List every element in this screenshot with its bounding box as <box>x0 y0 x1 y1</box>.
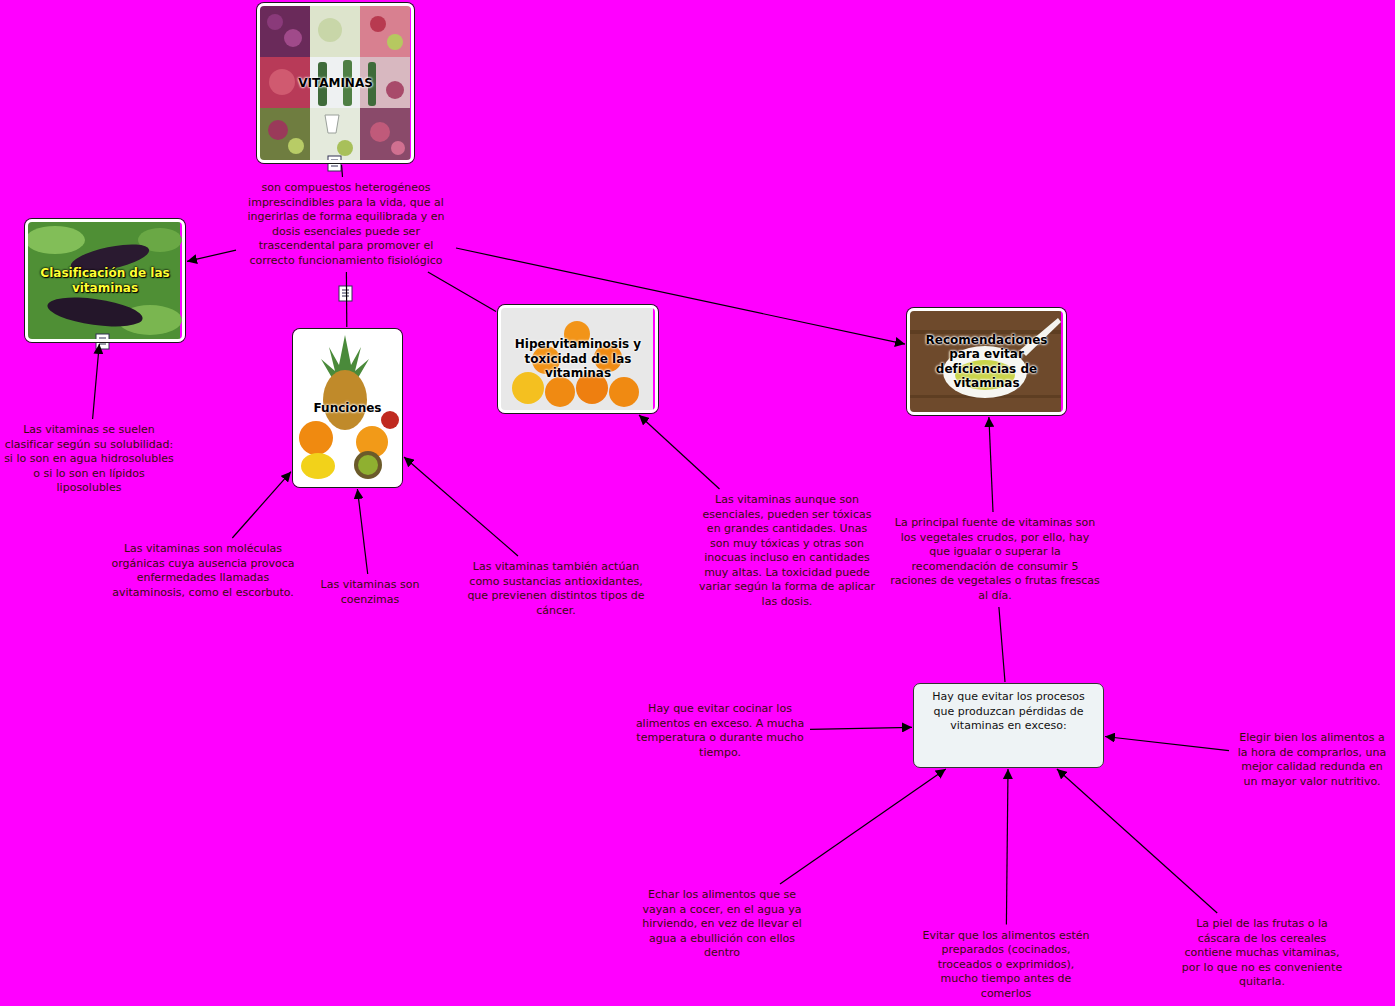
concept-title: Recomendaciones para evitar deficiencias… <box>916 333 1057 391</box>
connector <box>456 248 905 344</box>
background <box>296 332 399 484</box>
tile <box>360 6 410 57</box>
concept-label: Echar los alimentos que se vayan a cocer… <box>636 888 808 961</box>
concept-text: Echar los alimentos que se vayan a cocer… <box>636 888 808 961</box>
grape <box>391 141 405 155</box>
concept-text: Las vitaminas son moléculas orgánicas cu… <box>108 542 298 600</box>
concept-label: son compuestos heterogéneos imprescindib… <box>240 181 452 268</box>
apple <box>381 411 399 429</box>
connector <box>780 769 946 884</box>
connector <box>428 272 496 312</box>
concept-label: Hay que evitar los procesos que produzca… <box>922 690 1095 734</box>
concept-label: Hay que evitar cocinar los alimentos en … <box>634 702 806 760</box>
wood <box>910 311 1061 412</box>
concept-text: Evitar que los alimentos estén preparado… <box>921 929 1091 1002</box>
grape <box>370 16 386 32</box>
concept-label: Elegir bien los alimentos a la hora de c… <box>1233 731 1391 789</box>
concept-picture-box: Clasificación de las vitaminas <box>25 219 185 342</box>
connector <box>341 165 343 177</box>
lemon <box>301 453 335 479</box>
concept-text: Hay que evitar cocinar los alimentos en … <box>634 702 806 760</box>
grape <box>267 14 283 30</box>
connector <box>1057 769 1217 913</box>
background <box>501 308 653 410</box>
grape-collage <box>260 6 410 160</box>
connector <box>1006 769 1008 925</box>
connector <box>187 250 236 261</box>
lemon <box>512 372 544 404</box>
connector <box>357 489 367 574</box>
process-box: Hay que evitar los procesos que produzca… <box>913 683 1104 768</box>
concept-text: Elegir bien los alimentos a la hora de c… <box>1233 731 1391 789</box>
concept-text: Las vitaminas se suelen clasificar según… <box>3 423 175 496</box>
concept-picture-box: Funciones <box>293 329 402 487</box>
concept-text: Las vitaminas aunque son esenciales, pue… <box>698 493 876 609</box>
connector <box>989 417 993 512</box>
concept-picture-box: VITAMINAS <box>257 3 414 163</box>
concept-label: Evitar que los alimentos estén preparado… <box>921 929 1091 1002</box>
concept-title: Funciones <box>314 401 382 416</box>
orange <box>609 377 639 407</box>
connector <box>93 344 100 419</box>
note-icon <box>339 286 352 301</box>
linking-text: son compuestos heterogéneos imprescindib… <box>240 181 452 268</box>
eggplant <box>46 292 145 331</box>
grape <box>269 69 295 95</box>
tile <box>310 6 360 57</box>
grape <box>288 138 304 154</box>
connector <box>1105 737 1229 751</box>
connector <box>346 272 348 327</box>
tile <box>360 108 410 160</box>
connector <box>999 607 1005 682</box>
concept-label: La principal fuente de vitaminas son los… <box>889 516 1101 603</box>
orange-picture <box>501 308 653 410</box>
grape <box>387 34 403 50</box>
connector <box>232 472 291 538</box>
concept-title: Hipervitaminosis y toxicidad de las vita… <box>507 337 649 381</box>
concept-text: La piel de las frutas o la cáscara de lo… <box>1179 917 1345 990</box>
pineapple <box>323 370 367 430</box>
kiwi <box>354 451 382 479</box>
grape <box>386 81 404 99</box>
connector <box>639 415 720 489</box>
concept-label: La piel de las frutas o la cáscara de lo… <box>1179 917 1345 990</box>
connector <box>404 457 518 556</box>
concept-label: Las vitaminas se suelen clasificar según… <box>3 423 175 496</box>
concept-title: VITAMINAS <box>298 76 373 91</box>
grape <box>370 122 390 142</box>
concept-text: Las vitaminas son coenzimas <box>310 578 430 607</box>
wine-glass <box>325 115 339 133</box>
concept-title: Clasificación de las vitaminas <box>34 266 176 295</box>
note-icon <box>328 156 341 171</box>
leaf <box>25 226 85 254</box>
connector <box>810 727 912 729</box>
grape <box>268 120 288 140</box>
concept-label: Las vitaminas también actúan como sustan… <box>458 560 654 618</box>
tile <box>310 108 360 160</box>
note-lines <box>342 290 349 296</box>
tile <box>260 6 310 57</box>
kiwi-flesh <box>358 455 378 475</box>
grape <box>337 140 353 156</box>
spoon-picture <box>910 311 1061 412</box>
orange <box>299 421 333 455</box>
grape <box>318 18 342 42</box>
concept-text: Las vitaminas también actúan como sustan… <box>458 560 654 618</box>
concept-picture-box: Recomendaciones para evitar deficiencias… <box>907 308 1066 415</box>
concept-text: La principal fuente de vitaminas son los… <box>889 516 1101 603</box>
concept-label: Las vitaminas son moléculas orgánicas cu… <box>108 542 298 600</box>
concept-label: Las vitaminas aunque son esenciales, pue… <box>698 493 876 609</box>
orange <box>545 377 575 407</box>
tile <box>260 108 310 160</box>
eggplant-picture <box>25 222 182 339</box>
concept-picture-box: Hipervitaminosis y toxicidad de las vita… <box>498 305 658 413</box>
fruit-picture <box>296 332 399 484</box>
concept-label: Las vitaminas son coenzimas <box>310 578 430 607</box>
grape <box>284 29 302 47</box>
